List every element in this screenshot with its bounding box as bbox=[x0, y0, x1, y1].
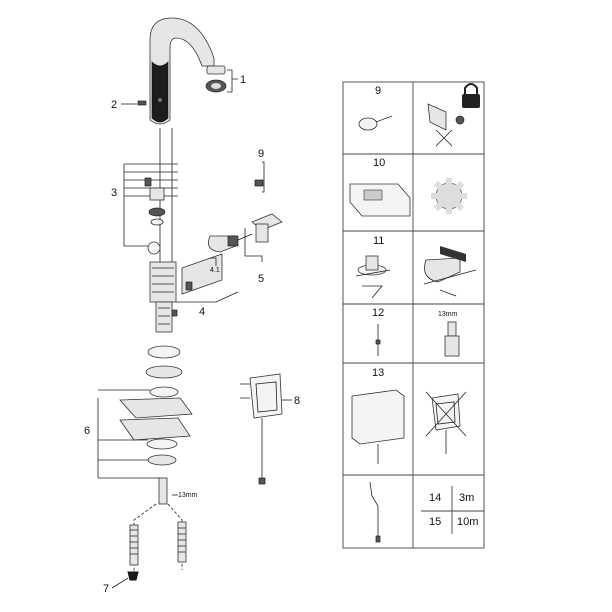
row-12-dim: 13mm bbox=[438, 311, 458, 318]
threaded-stud: 13mm bbox=[158, 477, 198, 505]
cable-icon bbox=[369, 481, 381, 543]
callout-8-label: 8 bbox=[294, 395, 300, 407]
callout-9-label: 9 bbox=[258, 148, 264, 160]
remote-control-icon bbox=[349, 183, 411, 217]
seal-stack bbox=[145, 345, 183, 398]
supply-hoses bbox=[129, 503, 187, 575]
callout-4: 4 bbox=[176, 291, 239, 318]
dim-13mm-left: 13mm bbox=[178, 492, 198, 499]
screw-icon bbox=[358, 115, 393, 131]
battery-box-icon bbox=[351, 389, 405, 464]
callout-6-label: 6 bbox=[84, 425, 90, 437]
cable-length-table: 14 3m 15 10m bbox=[421, 486, 484, 534]
aerator-part-1 bbox=[205, 65, 227, 93]
mounting-group-part-6: 6 bbox=[84, 389, 193, 479]
socket-tool-icon bbox=[444, 321, 460, 357]
bracket-part-4-1: 4.1 bbox=[181, 253, 223, 295]
valve-mount-icon bbox=[355, 255, 391, 299]
callout-7-label: 7 bbox=[103, 583, 109, 595]
spare-parts-table: 9 10 11 bbox=[342, 81, 485, 549]
power-adapter-part-8: 8 bbox=[240, 373, 300, 485]
row-11-label: 11 bbox=[373, 235, 384, 247]
callout-3-label: 3 bbox=[111, 187, 117, 199]
gear-icon bbox=[431, 178, 467, 214]
crossed-adapter-icon bbox=[425, 391, 467, 454]
cell-14-length: 3m bbox=[459, 492, 474, 504]
screw-part-9: 9 bbox=[254, 148, 265, 193]
row-13-label: 13 bbox=[372, 367, 384, 379]
callout-2-label: 2 bbox=[111, 99, 117, 111]
callout-4-label: 4 bbox=[199, 306, 205, 318]
hose-connector bbox=[207, 233, 253, 253]
tube-part-5: 5 bbox=[244, 213, 283, 285]
callout-4-1-label: 4.1 bbox=[210, 267, 220, 274]
cell-15: 15 bbox=[429, 516, 441, 528]
callout-1-label: 1 bbox=[240, 74, 246, 86]
screw-part-2: 2 bbox=[111, 99, 147, 111]
lock-icon bbox=[427, 83, 480, 147]
valve-body bbox=[149, 261, 178, 333]
row-10-label: 10 bbox=[373, 157, 385, 169]
callout-5-label: 5 bbox=[258, 273, 264, 285]
cell-15-length: 10m bbox=[457, 516, 478, 528]
row-9-label: 9 bbox=[375, 85, 381, 97]
row-12-label: 12 bbox=[372, 307, 384, 319]
faucet-spout bbox=[149, 17, 215, 125]
hose-clamp-icon bbox=[423, 246, 477, 297]
cell-14: 14 bbox=[429, 492, 441, 504]
cartridge-group-part-3: 3 bbox=[111, 163, 178, 255]
rod-icon bbox=[375, 324, 381, 356]
callout-1: 1 bbox=[227, 69, 246, 93]
filter-part-7: 7 bbox=[103, 571, 139, 595]
